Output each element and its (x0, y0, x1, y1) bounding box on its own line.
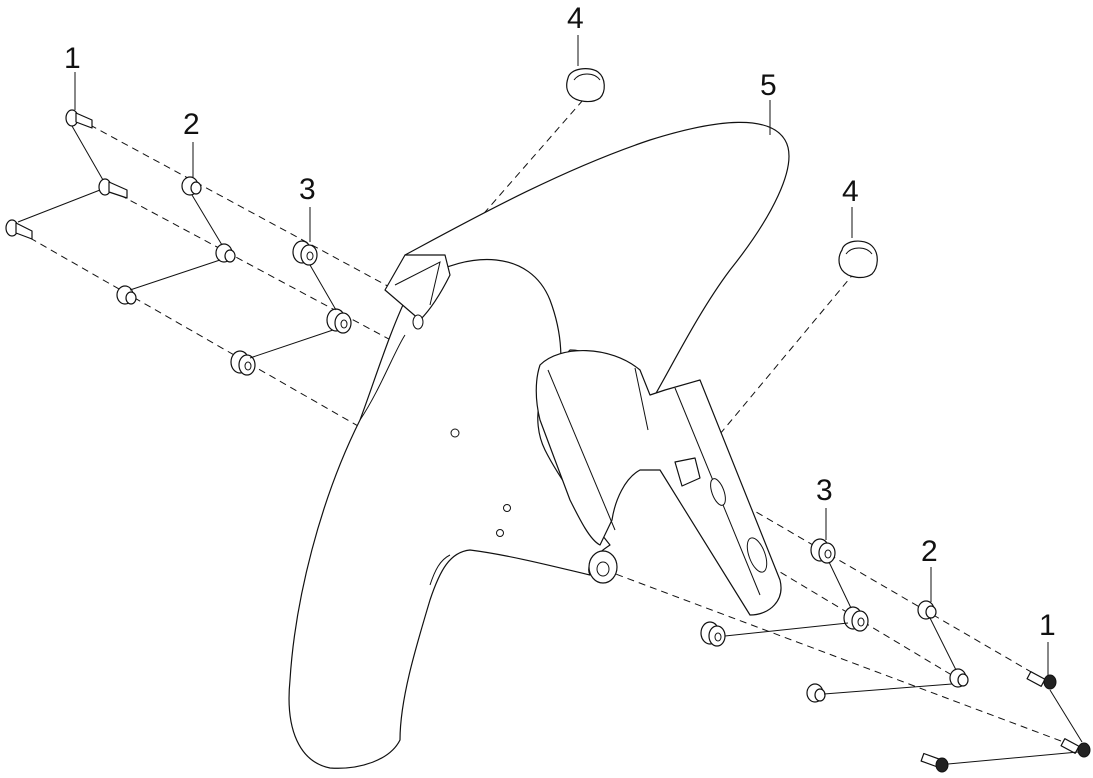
bracket-slot-upper (710, 478, 726, 506)
bolt-right-c (920, 752, 949, 773)
callout-1-right: 1 (1039, 609, 1056, 642)
washer-left-a (181, 176, 202, 196)
callout-5: 5 (760, 69, 777, 102)
callout-4-top: 4 (567, 2, 584, 35)
bracket-slot-lower (746, 537, 768, 573)
mounting-bracket (535, 349, 782, 616)
axis-line-right-1 (714, 487, 1046, 681)
bolt-right-b (1060, 738, 1091, 758)
washer-left-b (215, 243, 236, 263)
axis-line-left-1 (89, 124, 396, 291)
grommet-left-a (292, 240, 318, 266)
bolt-right-a (1026, 671, 1057, 690)
grommet-left-c (230, 350, 256, 376)
washer-right-a (917, 600, 937, 620)
fender-hole-3 (496, 529, 504, 537)
bolt-left-a (65, 109, 93, 129)
axis-line-left-3 (29, 237, 366, 431)
pocket-inner-lines (394, 261, 441, 306)
washer-right-b (949, 668, 969, 688)
cap-right (838, 207, 878, 279)
washer-left-c (116, 285, 137, 305)
washer-right-c (806, 683, 826, 703)
axis-line-right-3 (604, 569, 1086, 751)
callout-1-left: 1 (64, 42, 81, 75)
fender-lower-lip (429, 554, 451, 586)
fender-part-5 (288, 121, 790, 769)
cap-top (566, 35, 605, 103)
grommet-right-b (843, 606, 869, 632)
fender-hole-1 (450, 428, 460, 438)
callout-3-right: 3 (816, 474, 833, 507)
bracket-fold-line-2 (634, 367, 649, 431)
axis-line-cap-right (689, 271, 856, 471)
callout-labels: 1 2 3 4 5 4 3 2 1 (64, 2, 1056, 642)
left-fasteners (5, 72, 352, 376)
callout-2-left: 2 (183, 108, 200, 141)
callout-3-left: 3 (299, 173, 316, 206)
assembly-lines (29, 99, 1086, 751)
callout-4-right: 4 (842, 175, 859, 208)
bracket-boss-hole (596, 561, 610, 577)
bracket-fold-line-1 (547, 369, 616, 531)
axis-line-right-2 (759, 559, 961, 681)
fender-inner-edge (359, 334, 406, 421)
axis-line-left-2 (119, 194, 401, 346)
grommet-right-c (700, 621, 726, 647)
bolt-left-b (98, 178, 128, 199)
bracket-cap-slot (674, 457, 701, 487)
fender-hole-2 (503, 504, 511, 512)
grommet-left-b (326, 308, 352, 334)
bolt-left-c (5, 219, 33, 240)
callout-2-right: 2 (921, 535, 938, 568)
pocket-hole (412, 314, 424, 330)
grommet-right-a (810, 538, 836, 564)
right-fasteners (700, 508, 1091, 773)
